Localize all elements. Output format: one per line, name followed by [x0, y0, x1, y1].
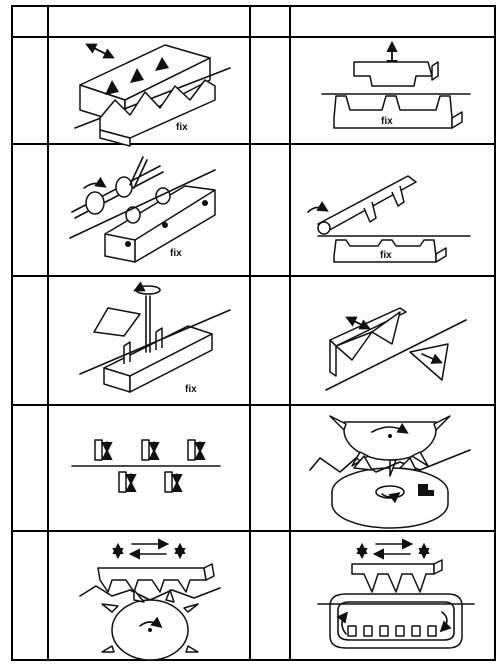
illustration-r1-right-lift-bar: fix: [321, 40, 471, 129]
fix-label: fix: [380, 250, 392, 261]
fix-label: fix: [185, 384, 197, 395]
illustration-r3-left-rotary-pusher: fix: [79, 281, 231, 395]
illustration-r3-right-swing-frame: [325, 307, 467, 391]
illustration-r2-left-cam-walker: fix: [69, 156, 216, 263]
illustration-r5-right-chain-conveyor: [317, 538, 475, 649]
illustration-r2-right-rocker-lever: fix: [307, 175, 471, 263]
illustration-r5-left-toothed-wheel: [79, 538, 221, 661]
fix-label: fix: [170, 248, 182, 259]
fix-label: fix: [176, 122, 188, 133]
illustration-r1-left-comb-feeder: fix: [74, 43, 231, 147]
illustration-r4-right-star-wheel: [309, 415, 471, 529]
fix-label: fix: [381, 116, 393, 127]
illustration-r4-left-bar-symbols: [71, 439, 221, 493]
table-grid: [11, 5, 496, 661]
